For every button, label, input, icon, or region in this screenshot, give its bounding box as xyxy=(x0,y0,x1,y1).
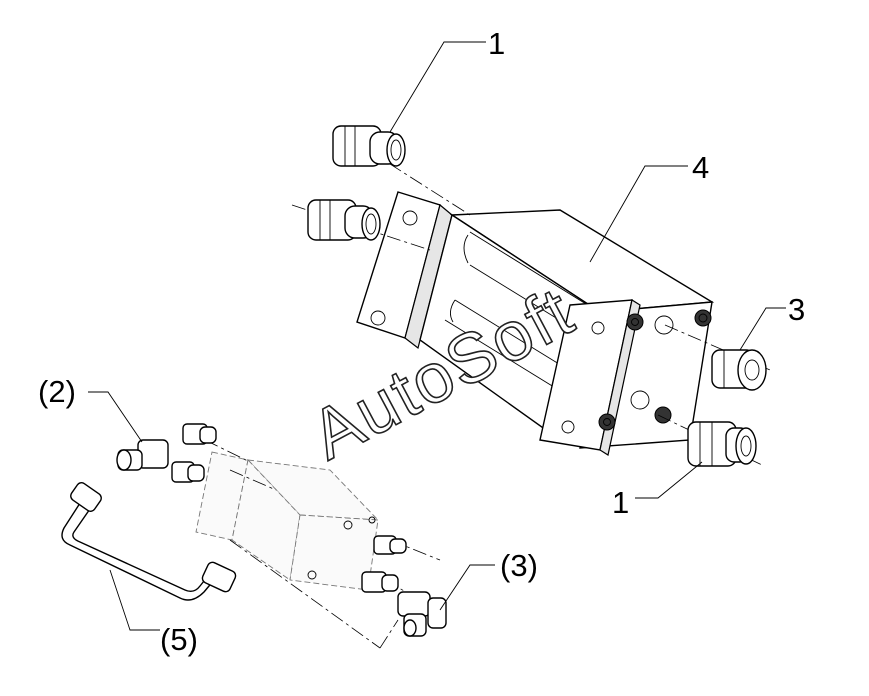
callout-elbow: (2) xyxy=(38,374,76,409)
callout-block: 4 xyxy=(692,150,709,185)
hex-plug xyxy=(711,349,767,391)
fitting-lower xyxy=(687,421,757,467)
elbow-fitting xyxy=(116,439,169,471)
small-fittings xyxy=(171,423,407,593)
callout-fitting-top: 1 xyxy=(488,26,505,61)
callout-tube: (5) xyxy=(160,622,198,657)
callout-fitting-bottom: 1 xyxy=(612,485,629,520)
fitting-upper-left xyxy=(307,199,381,241)
tee-fitting xyxy=(397,591,447,637)
callout-plug: 3 xyxy=(788,292,805,327)
valve-block xyxy=(356,191,715,456)
fitting-upper-right xyxy=(332,125,406,167)
tube-line xyxy=(61,482,237,601)
leader-lines xyxy=(88,41,786,631)
callout-tee: (3) xyxy=(500,548,538,583)
overview-assembly xyxy=(195,439,441,649)
